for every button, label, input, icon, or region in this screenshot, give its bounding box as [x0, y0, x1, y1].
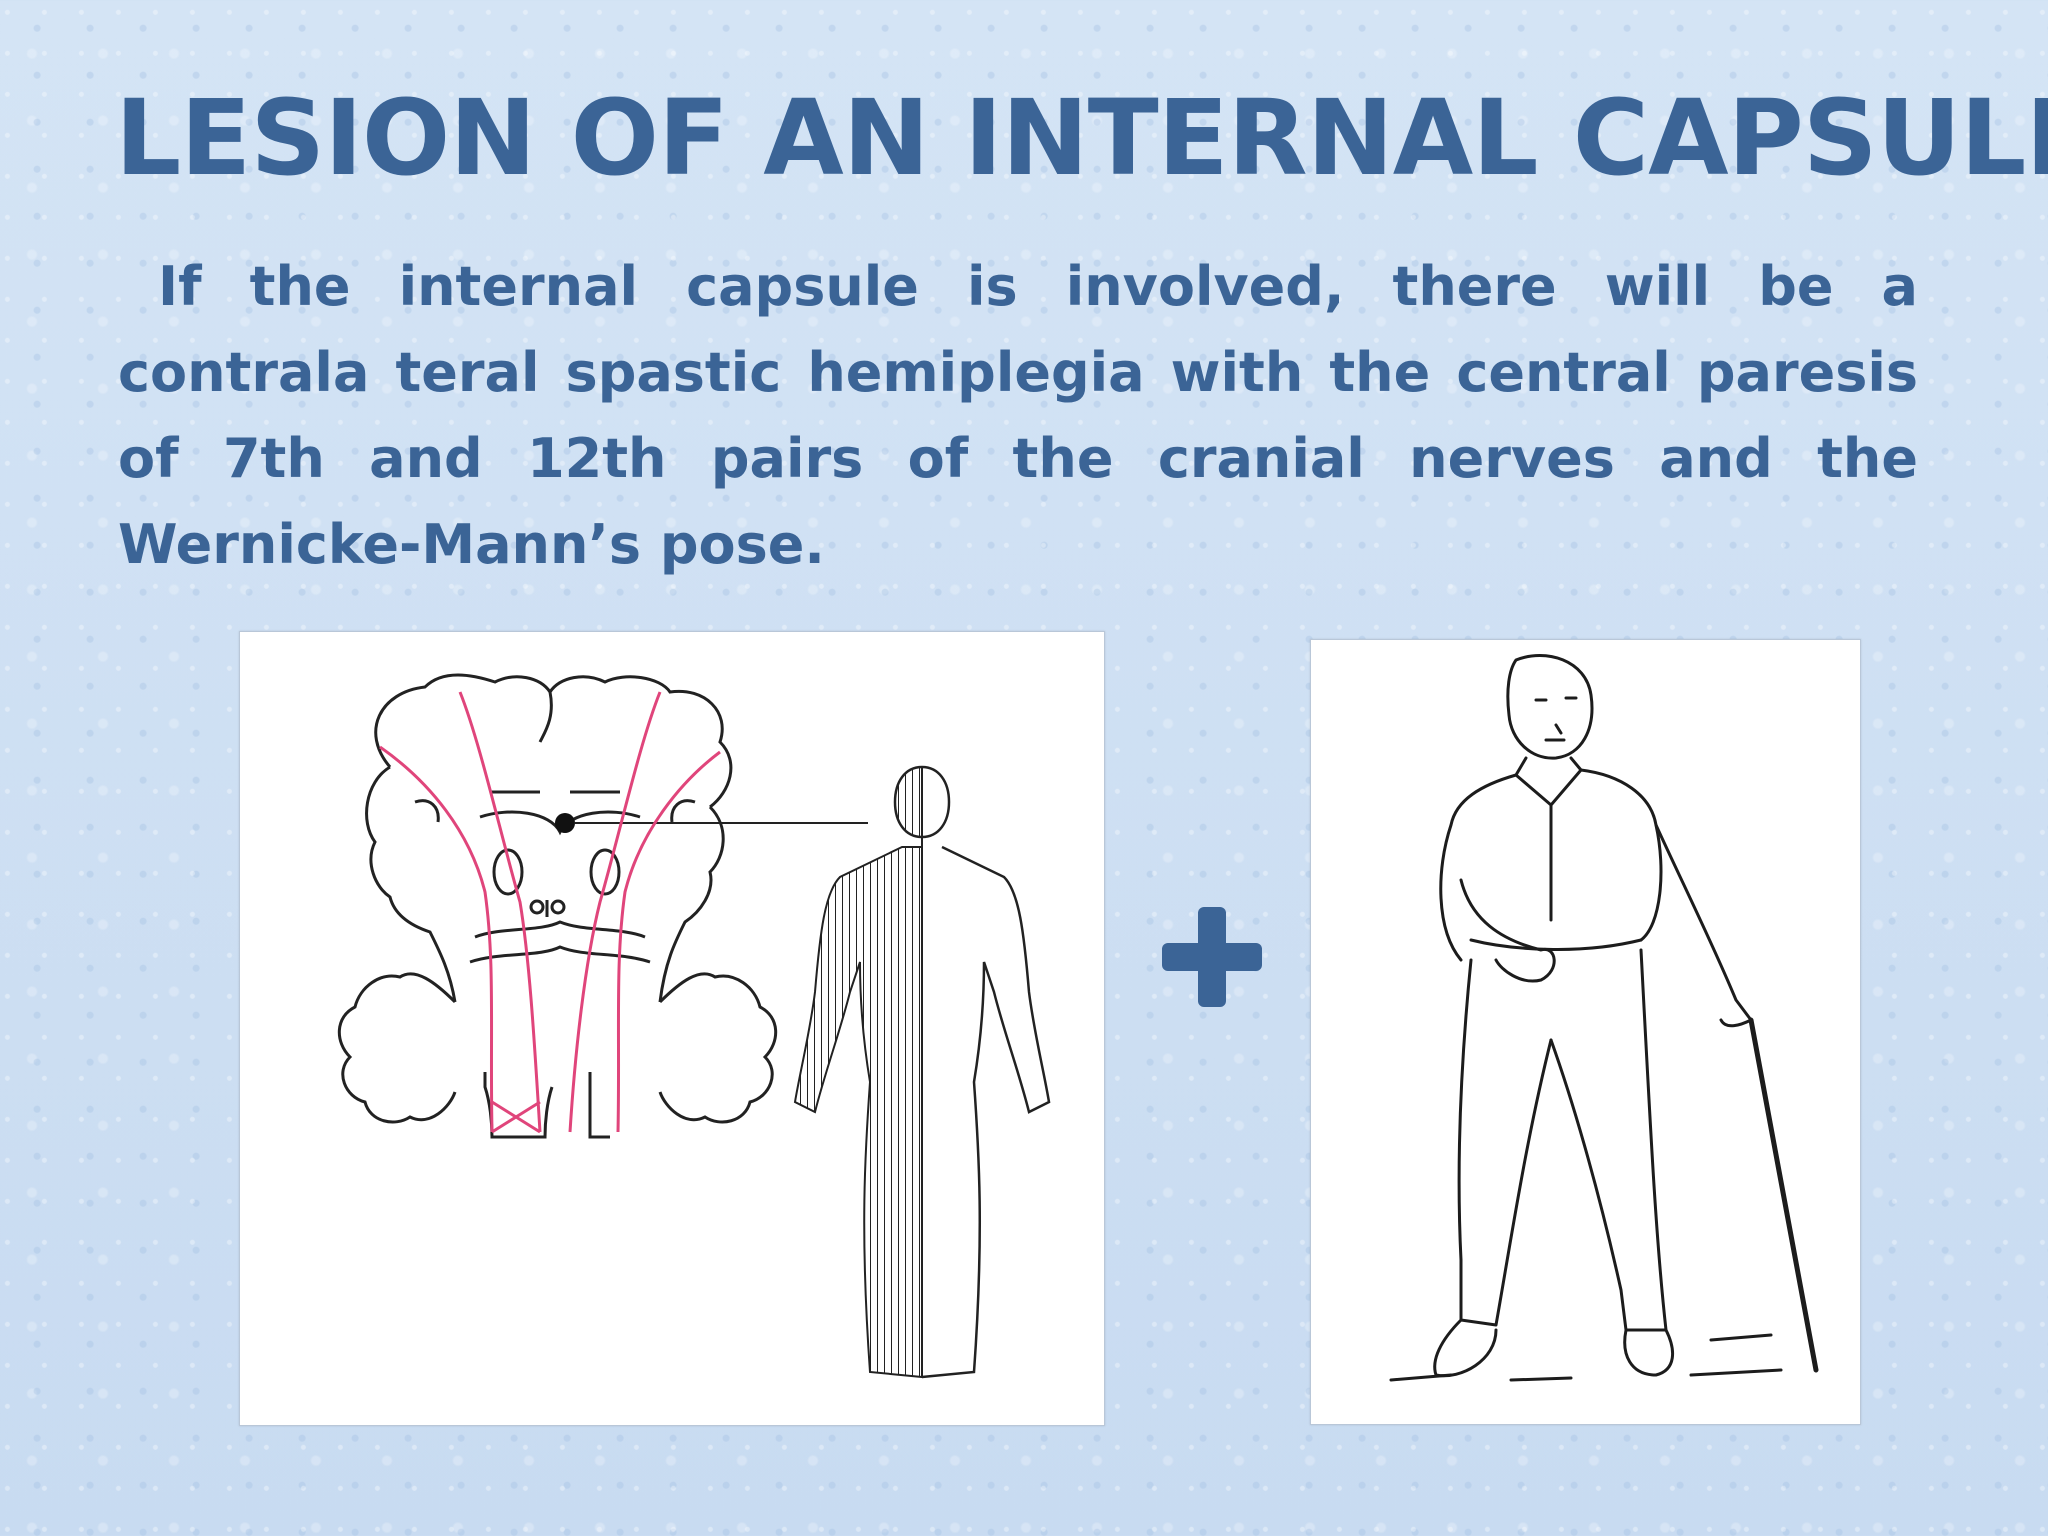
slide-title: LESION OF AN INTERNAL CAPSULE — [115, 77, 2048, 199]
wernicke-mann-pose-illustration — [1389, 654, 1819, 1382]
slide-body-text: If the internal capsule is involved, the… — [118, 255, 1918, 576]
brain-section-illustration — [337, 673, 1051, 1379]
brain-lesion-figure — [239, 631, 1105, 1426]
wernicke-mann-pose-figure — [1310, 639, 1861, 1425]
plus-icon — [1162, 907, 1262, 1007]
